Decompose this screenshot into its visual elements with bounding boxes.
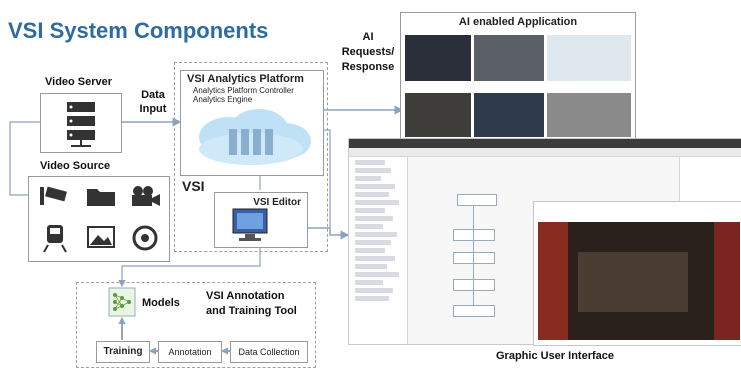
vsi-frame <box>174 62 328 252</box>
diagram-title: VSI System Components <box>8 18 269 43</box>
ai-requests-label: AI Requests/ Response <box>341 31 395 73</box>
vsi-editor-box[interactable]: VSI Editor <box>214 192 308 248</box>
gui-node-4[interactable] <box>453 279 495 291</box>
gui-node-5[interactable] <box>453 305 495 317</box>
gui-toolbar <box>349 148 741 157</box>
app-thumb-skier <box>547 35 631 81</box>
video-server-label: Video Server <box>45 76 113 88</box>
gui-window[interactable] <box>348 138 741 346</box>
platform-title: VSI Analytics Platform <box>187 73 304 85</box>
gui-node-link <box>473 205 474 305</box>
app-thumb-faces <box>547 93 631 137</box>
platform-engine-text: Analytics Engine <box>193 95 253 104</box>
gui-node-1[interactable] <box>457 194 497 206</box>
annotation-tool-frame <box>76 282 316 368</box>
models-network-icon <box>108 287 136 317</box>
app-thumb-car-interior <box>405 35 471 81</box>
models-label: Models <box>142 297 180 309</box>
vsi-label: VSI <box>182 178 205 194</box>
app-thumb-driver <box>474 35 544 81</box>
train-icon <box>35 223 75 259</box>
gui-node-3[interactable] <box>453 252 495 264</box>
video-source-label: Video Source <box>40 160 111 172</box>
annotation-tool-title-2: and Training Tool <box>206 305 297 317</box>
editor-gui-arrow <box>305 227 350 240</box>
gui-node-2[interactable] <box>453 229 495 241</box>
gui-caption: Graphic User Interface <box>496 350 614 362</box>
editor-annotation-line <box>118 246 261 288</box>
editor-label: VSI Editor <box>253 197 301 208</box>
app-thumb-crowd <box>405 93 471 137</box>
ai-app-box[interactable]: AI enabled Application <box>400 12 636 142</box>
ai-app-title: AI enabled Application <box>458 16 578 28</box>
server-icon <box>67 102 95 147</box>
video-camera-icon <box>125 183 165 215</box>
data-input-label: Data Input <box>139 89 167 115</box>
folder-icon <box>81 183 121 215</box>
annotation-node[interactable]: Annotation <box>158 341 222 363</box>
video-source-box[interactable] <box>28 176 170 262</box>
gui-video-window[interactable] <box>533 201 741 346</box>
picture-icon <box>81 223 121 259</box>
video-server-box[interactable] <box>40 93 122 153</box>
platform-controller-text: Analytics Platform Controller <box>193 86 294 95</box>
training-node[interactable]: Training <box>96 341 150 363</box>
platform-side-line <box>322 129 331 228</box>
gui-titlebar <box>349 139 741 148</box>
cloud-icon <box>199 109 311 165</box>
source-loop-line <box>9 121 40 196</box>
data-collection-node[interactable]: Data Collection <box>230 341 308 363</box>
analytics-platform-box[interactable]: VSI Analytics Platform Analytics Platfor… <box>180 70 324 176</box>
gui-video-frame <box>538 222 740 340</box>
reel-icon <box>125 223 165 259</box>
annotation-tool-title-1: VSI Annotation <box>206 290 285 302</box>
cctv-camera-icon <box>35 183 75 215</box>
app-thumb-traffic <box>474 93 544 137</box>
gui-tree-panel <box>349 157 408 344</box>
editor-monitor-icon <box>232 208 268 241</box>
